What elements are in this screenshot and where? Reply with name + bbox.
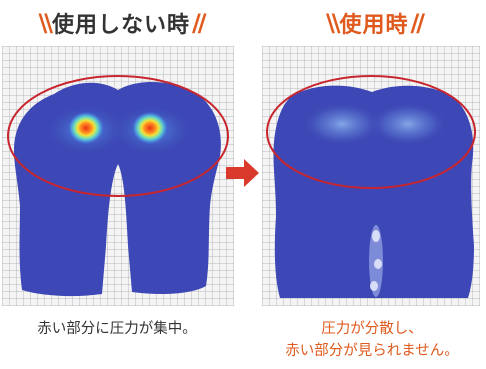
title-with-use-text: 使用時 (339, 13, 409, 38)
slash-decoration-right: // (410, 9, 425, 37)
slash-decoration-right: // (192, 9, 206, 37)
title-with-use: \\ 使用時 // (296, 6, 452, 40)
highlight-ellipse (266, 75, 476, 189)
caption-with-use: 圧力が分散し、 赤い部分が見られません。 (258, 318, 486, 362)
pressure-map-without-use (2, 46, 234, 306)
high-pressure-spot-right (131, 111, 169, 145)
caption-with-use-line1: 圧力が分散し、 (321, 321, 423, 337)
caption-with-use-line2: 赤い部分が見られません。 (285, 343, 459, 359)
highlight-ellipse (7, 75, 229, 197)
pressure-heatmap-with-use (266, 75, 476, 298)
title-without-use-text: 使用しない時 (51, 13, 190, 38)
right-arrow-icon (226, 159, 259, 187)
slash-decoration-left: \\ (38, 9, 52, 37)
high-pressure-spot-left (67, 111, 105, 145)
caption-without-use: 赤い部分に圧力が集中。 (37, 321, 197, 337)
title-without-use: \\ 使用しない時 // (14, 6, 228, 40)
pressure-heatmap-without-use (7, 75, 229, 297)
slash-decoration-left: \\ (325, 9, 340, 37)
pressure-map-with-use (262, 46, 480, 306)
